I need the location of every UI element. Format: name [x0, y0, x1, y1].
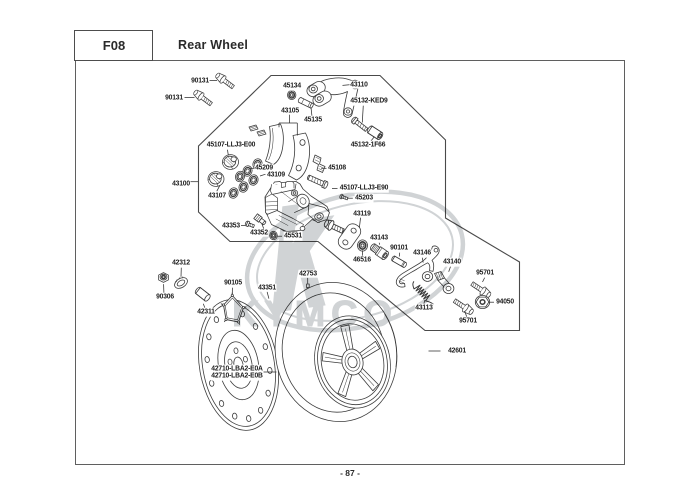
- part-pin-45107-e90: [307, 174, 329, 189]
- page-number: - 87 -: [340, 468, 360, 478]
- part-sleeve-42311: [194, 286, 211, 302]
- part-label-43140: 43140: [442, 256, 462, 267]
- part-washer-46516: [357, 239, 368, 252]
- part-label-45134: 45134: [282, 80, 301, 91]
- part-label-43143: 43143: [369, 232, 389, 243]
- part-bolt-95701-b: [451, 296, 476, 318]
- part-bushing-43143: [369, 243, 389, 260]
- part-label-90101: 90101: [390, 242, 409, 253]
- page-title: Rear Wheel: [178, 38, 249, 52]
- part-label-46516: 46516: [352, 254, 372, 265]
- part-piston-43107: [207, 171, 225, 187]
- part-bracket-90105: [220, 292, 247, 325]
- part-bolt-90131-b: [191, 87, 215, 109]
- part-label-45132-1F66: 45132-1F66: [350, 139, 386, 150]
- part-label-45209: 45209: [254, 162, 274, 173]
- part-label-45203: 45203: [354, 192, 374, 203]
- part-nut-94050: [474, 295, 491, 309]
- part-label-42311: 42311: [196, 306, 215, 317]
- part-bolt-90131-a: [213, 70, 237, 92]
- part-label-90131: 90131: [164, 92, 184, 102]
- leader-lines: [163, 80, 494, 373]
- part-cap-45107-e00: [222, 154, 239, 170]
- part-label-95701: 95701: [458, 316, 478, 326]
- part-label-95701: 95701: [476, 267, 495, 278]
- part-pin-45132-ked9: [351, 116, 369, 132]
- part-label-43110: 43110: [349, 79, 369, 89]
- part-pin-90101: [391, 255, 407, 268]
- part-bolt-43353: [244, 220, 255, 229]
- part-label-42753: 42753: [298, 268, 318, 278]
- part-clip-45108: [312, 154, 326, 173]
- diagram-enclosure-polygon: [197, 74, 521, 332]
- part-label-43100: 43100: [171, 178, 191, 189]
- part-label-45135: 45135: [303, 114, 322, 125]
- watermark-wordmark: KYMCO: [232, 293, 398, 334]
- part-label-43109: 43109: [266, 169, 285, 179]
- part-label-43119: 43119: [352, 208, 371, 218]
- part-label-42601: 42601: [447, 345, 467, 356]
- part-label-43351: 43351: [257, 282, 277, 292]
- part-nut-90306: [158, 272, 169, 283]
- part-label-45108: 45108: [327, 162, 346, 173]
- part-label-42710-LBA2-E0B: 42710-LBA2-E0B: [210, 370, 263, 381]
- part-label-90105: 90105: [223, 277, 243, 288]
- part-label-45531: 45531: [283, 230, 302, 241]
- part-label-90306: 90306: [155, 291, 175, 302]
- part-label-45132-KED9: 45132-KED9: [349, 95, 389, 106]
- part-label-45107-LLJ3-E00: 45107-LLJ3-E00: [206, 139, 256, 150]
- part-collar-42312: [174, 276, 188, 289]
- part-pad-shims: [248, 124, 267, 137]
- part-label-42312: 42312: [172, 257, 191, 268]
- part-label-45107-LLJ3-E90: 45107-LLJ3-E90: [338, 183, 389, 193]
- part-pin-45135: [297, 97, 314, 109]
- part-label-43105: 43105: [280, 105, 299, 115]
- part-label-43352: 43352: [249, 227, 269, 238]
- part-label-90131: 90131: [190, 75, 209, 85]
- part-pads-43105: [265, 123, 310, 181]
- section-code: F08: [102, 37, 126, 53]
- part-label-94050: 94050: [495, 296, 514, 307]
- part-rim-42601: [314, 315, 391, 409]
- part-label-42710-LBA2-E0A: 42710-LBA2-E0A: [210, 363, 263, 374]
- part-label-43113: 43113: [414, 302, 434, 312]
- part-spring-43113: [412, 281, 434, 305]
- part-banjo-43352: [253, 213, 267, 226]
- part-bushing-45132-1f66: [366, 125, 384, 140]
- part-gasket-43119: [337, 223, 362, 250]
- header-code-box: [74, 30, 153, 61]
- part-label-43146: 43146: [412, 248, 432, 258]
- part-label-43353: 43353: [221, 220, 241, 230]
- part-label-43107: 43107: [207, 190, 227, 200]
- page-border: [75, 60, 625, 465]
